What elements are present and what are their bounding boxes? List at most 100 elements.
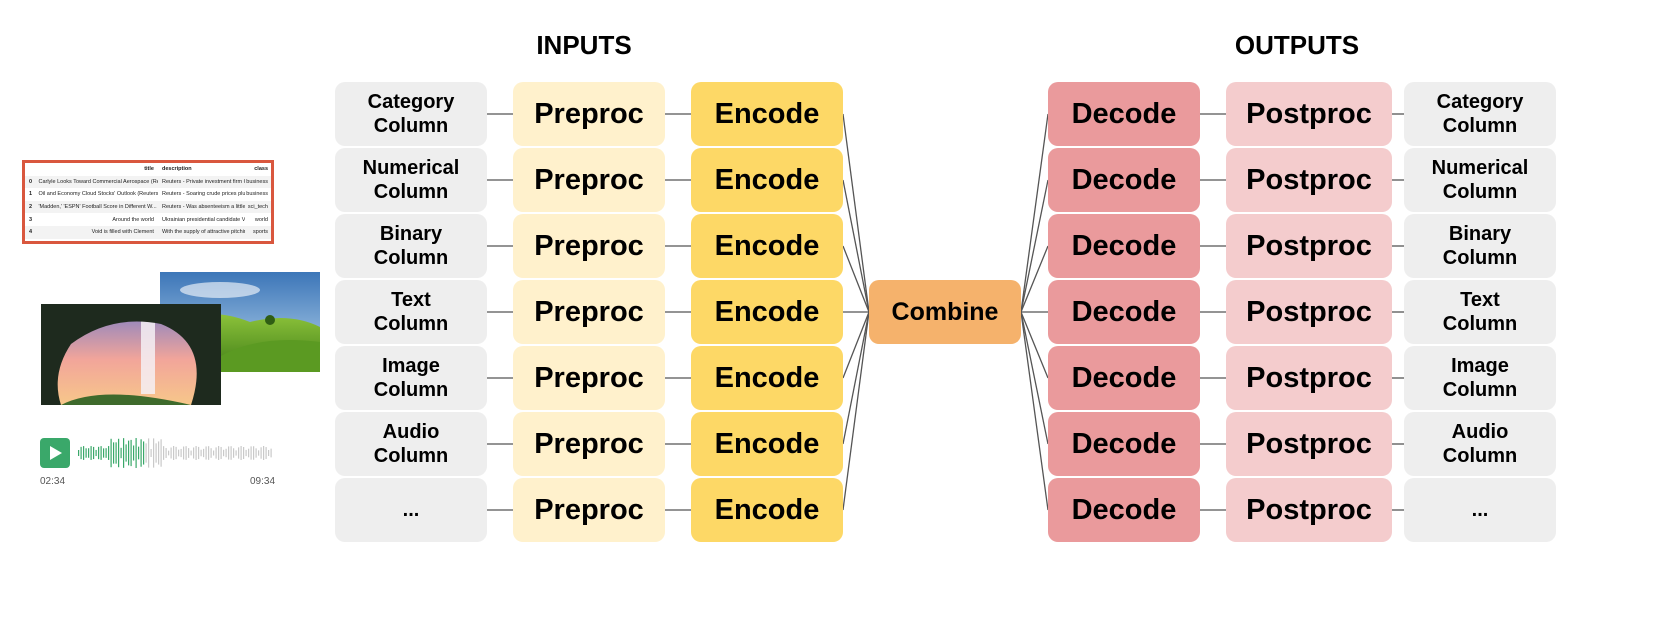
output-column-1-label: Numerical Column [1431, 157, 1529, 203]
audio-end-time: 09:34 [250, 476, 276, 487]
encode-box-0: Encode [691, 82, 843, 146]
link-combine-decode-5 [1020, 311, 1049, 445]
decode-box-6: Decode [1048, 478, 1200, 542]
table-preview: title description class 0 Carlyle Looks Towa… [22, 160, 274, 244]
decode-box-4: Decode [1048, 346, 1200, 410]
table-cell: world [254, 216, 268, 223]
audio-player: 02:34 09:34 [40, 436, 280, 492]
input-column-3-label: Text Column [373, 289, 449, 335]
table-cell: business [246, 178, 268, 185]
input-column-2: Binary Column [335, 214, 487, 278]
table-row: 0 Carlyle Looks Toward Commercial Aerospa… [25, 175, 271, 189]
table-cell: description [161, 166, 192, 173]
output-column-2: Binary Column [1404, 214, 1556, 278]
encode-box-5: Encode [691, 412, 843, 476]
link-combine-decode-6 [1020, 311, 1049, 511]
table-cell: 3 [29, 216, 33, 223]
link-encode-combine-4 [842, 311, 870, 379]
link-encode-combine-2 [842, 245, 870, 313]
table-cell: Oil and Economy Cloud Stocks' Outlook (R… [38, 191, 158, 198]
output-column-5: Audio Column [1404, 412, 1556, 476]
postproc-box-6: Postproc [1226, 478, 1392, 542]
preproc-box-1: Preproc [513, 148, 665, 212]
input-column-1-label: Numerical Column [362, 157, 460, 203]
output-column-2-label: Binary Column [1442, 223, 1518, 269]
input-column-4: Image Column [335, 346, 487, 410]
encode-box-3: Encode [691, 280, 843, 344]
postproc-box-4: Postproc [1226, 346, 1392, 410]
table-cell: 0 [29, 178, 33, 185]
decode-box-0: Decode [1048, 82, 1200, 146]
decode-box-1: Decode [1048, 148, 1200, 212]
input-column-4-label: Image Column [373, 355, 449, 401]
output-column-6-label: ... [1471, 499, 1489, 521]
output-column-3: Text Column [1404, 280, 1556, 344]
table-row: 1 Oil and Economy Cloud Stocks' Outlook (… [25, 188, 271, 201]
table-row: 3 Around the world Ukrainian presidential … [25, 213, 271, 226]
table-cell: Carlyle Looks Toward Commercial Aerospac… [38, 178, 158, 185]
table-cell: Void is filled with Clement [91, 229, 154, 236]
postproc-box-5: Postproc [1226, 412, 1392, 476]
table-cell: 1 [29, 191, 33, 198]
table-cell: class [254, 166, 268, 173]
encode-box-1: Encode [691, 148, 843, 212]
output-column-4-label: Image Column [1442, 355, 1518, 401]
input-column-5-label: Audio Column [373, 421, 449, 467]
decode-box-5: Decode [1048, 412, 1200, 476]
preproc-box-6: Preproc [513, 478, 665, 542]
encode-box-6: Encode [691, 478, 843, 542]
table-cell: 2 [29, 204, 33, 211]
output-column-4: Image Column [1404, 346, 1556, 410]
link-encode-combine-5 [842, 311, 870, 445]
input-column-0: Category Column [335, 82, 487, 146]
link-combine-decode-2 [1020, 245, 1049, 313]
link-combine-decode-1 [1020, 179, 1049, 313]
postproc-box-3: Postproc [1226, 280, 1392, 344]
input-column-1: Numerical Column [335, 148, 487, 212]
table-cell: Reuters - Soaring crude prices plus worr… [161, 191, 246, 198]
output-column-1: Numerical Column [1404, 148, 1556, 212]
preproc-box-0: Preproc [513, 82, 665, 146]
table-cell: business [246, 191, 268, 198]
output-column-5-label: Audio Column [1442, 421, 1518, 467]
table-cell: sports [253, 229, 268, 236]
table-cell: sci_tech [247, 204, 268, 211]
link-combine-decode-0 [1020, 113, 1049, 313]
table-cell: Reuters - Was absenteeism a little highe… [161, 204, 246, 211]
table-cell: 'Madden,' 'ESPN' Football Score in Diffe… [38, 204, 157, 211]
output-column-0: Category Column [1404, 82, 1556, 146]
encode-box-4: Encode [691, 346, 843, 410]
play-icon[interactable] [40, 438, 70, 468]
combine-box: Combine [869, 280, 1021, 344]
output-column-0-label: Category Column [1436, 91, 1524, 137]
output-column-6: ... [1404, 478, 1556, 542]
preproc-box-3: Preproc [513, 280, 665, 344]
input-column-6: ... [335, 478, 487, 542]
table-cell: Around the world [112, 216, 154, 223]
input-column-2-label: Binary Column [373, 223, 449, 269]
link-combine-decode-4 [1020, 311, 1049, 379]
postproc-box-2: Postproc [1226, 214, 1392, 278]
waveform-icon [78, 438, 272, 468]
input-column-3: Text Column [335, 280, 487, 344]
audio-start-time: 02:34 [40, 476, 66, 487]
encode-box-2: Encode [691, 214, 843, 278]
table-row: 2 'Madden,' 'ESPN' Football Score in Diff… [25, 200, 271, 214]
decode-box-3: Decode [1048, 280, 1200, 344]
link-encode-combine-1 [842, 179, 870, 313]
table-cell: With the supply of attractive pitching o… [161, 229, 245, 236]
table-header-row: title description class [25, 163, 271, 176]
preproc-box-5: Preproc [513, 412, 665, 476]
postproc-box-0: Postproc [1226, 82, 1392, 146]
input-column-0-label: Category Column [367, 91, 455, 137]
output-column-3-label: Text Column [1442, 289, 1518, 335]
table-cell: title [144, 166, 154, 173]
outputs-heading: OUTPUTS [1234, 30, 1360, 60]
table-cell: Reuters - Private investment firm Carlyl… [161, 178, 245, 185]
preproc-box-2: Preproc [513, 214, 665, 278]
link-encode-combine-0 [842, 113, 870, 313]
table-cell: Ukrainian presidential candidate Viktor … [161, 216, 246, 223]
